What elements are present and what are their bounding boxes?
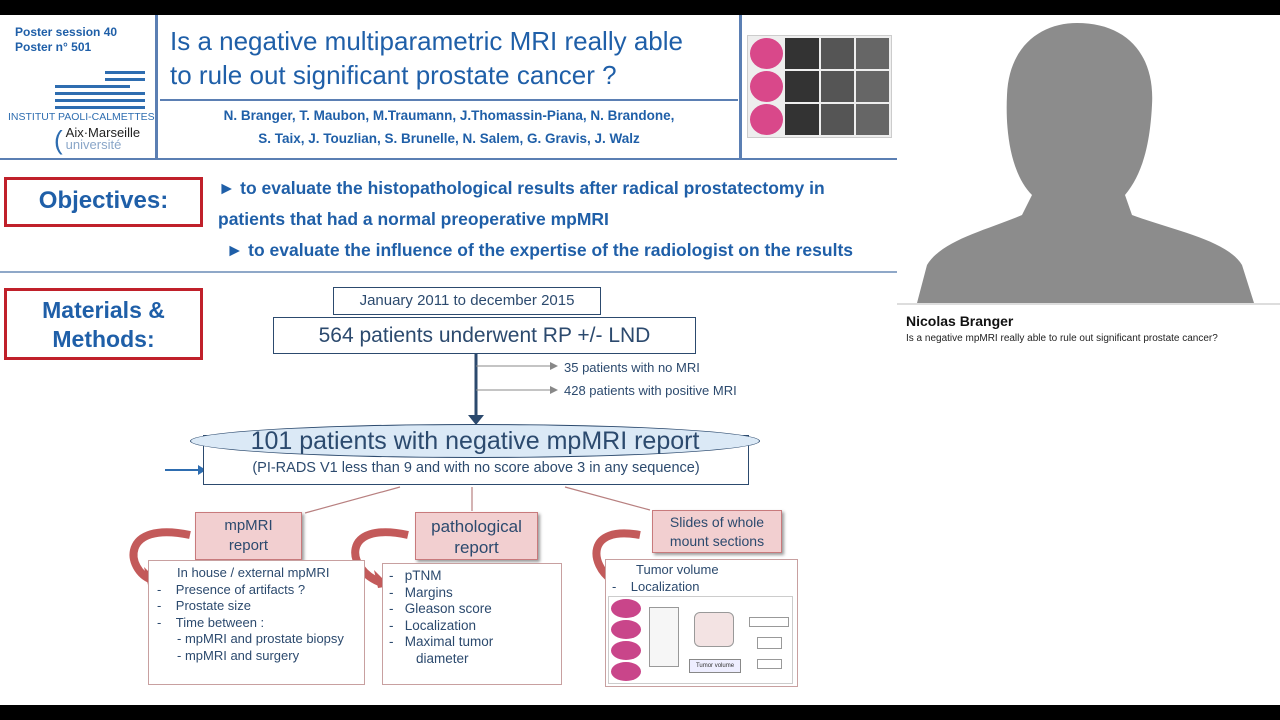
slide-title: Is a negative multiparametric MRI really… (170, 24, 683, 92)
pathological-report-box: pathological report (415, 512, 538, 560)
list-item: - mpMRI and prostate biopsy (177, 631, 344, 646)
tumor-volume-label: Tumor volume (689, 659, 741, 673)
mpmri-report-box: mpMRI report (195, 512, 302, 560)
header-divider (155, 15, 158, 160)
list-item: - Margins (389, 584, 453, 600)
bottom-letterbox (0, 705, 1280, 720)
list-item: - pTNM (389, 568, 442, 583)
section-divider (0, 271, 897, 273)
slice-stack (649, 607, 679, 667)
total-patients-box: 564 patients underwent RP +/- LND (273, 317, 696, 354)
header-divider (739, 15, 742, 160)
objective-line: patients that had a normal preoperative … (218, 209, 609, 229)
result-box (757, 659, 782, 669)
objectives-label: Objectives: (4, 177, 203, 227)
list-item: - Localization (612, 578, 700, 594)
sum-box (757, 637, 782, 649)
title-line: Is a negative multiparametric MRI really… (170, 26, 683, 56)
formula-box (749, 617, 789, 627)
objectives-text: ► to evaluate the histopathological resu… (218, 173, 853, 266)
authors-line: N. Branger, T. Maubon, M.Traumann, J.Tho… (223, 108, 675, 123)
title-underline (160, 99, 738, 101)
methods-label: Materials & Methods: (4, 288, 203, 360)
institute-logo-lines (55, 71, 145, 109)
exclusion-no-mri: 35 patients with no MRI (564, 360, 700, 375)
mpmri-report-list: In house / external mpMRI - Presence of … (148, 560, 365, 685)
methods-line: Methods: (52, 326, 155, 352)
speaker-silhouette-icon (917, 23, 1254, 303)
list-item: - Time between : (157, 614, 265, 630)
mri-histology-image (747, 35, 892, 138)
objective-line: ► to evaluate the histopathological resu… (218, 178, 825, 198)
list-item: - Presence of artifacts ? (157, 581, 306, 597)
slide-header (0, 15, 897, 160)
institute-name: INSTITUT PAOLI-CALMETTES (8, 111, 155, 123)
session-text: Poster session 40 (15, 25, 118, 39)
title-line: to rule out significant prostate cancer … (170, 60, 617, 90)
panel-divider (897, 303, 1280, 305)
authors-line: S. Taix, J. Touzlian, S. Brunelle, N. Sa… (258, 131, 640, 146)
speaker-name: Nicolas Branger (906, 313, 1014, 329)
list-item: In house / external mpMRI (177, 565, 330, 580)
list-item: Tumor volume (636, 562, 719, 577)
objective-line: ► to evaluate the influence of the exper… (226, 240, 854, 260)
authors: N. Branger, T. Maubon, M.Traumann, J.Tho… (160, 104, 738, 150)
whole-mount-list: Tumor volume - Localization Tumor volume (605, 559, 798, 687)
methods-line: Materials & (42, 297, 165, 323)
list-item: - Maximal tumor (389, 634, 494, 649)
period-box: January 2011 to december 2015 (333, 287, 601, 315)
top-letterbox (0, 0, 1280, 15)
list-item: - Gleason score (389, 601, 492, 616)
negative-mri-criteria: (PI-RADS V1 less than 9 and with no scor… (252, 460, 700, 476)
list-item: diameter (416, 650, 469, 666)
negative-mri-title: 101 patients with negative mpMRI report (190, 424, 760, 458)
list-item: - Prostate size (157, 598, 251, 613)
histology-slices (611, 599, 641, 681)
tumor-volume-figure: Tumor volume (608, 596, 793, 684)
poster-number: Poster n° 501 (15, 40, 92, 54)
slice-model (694, 612, 734, 647)
whole-mount-slides-box: Slides of whole mount sections (652, 510, 782, 553)
list-item: - mpMRI and surgery (177, 647, 300, 663)
talk-title: Is a negative mpMRI really able to rule … (906, 333, 1218, 344)
speaker-video (897, 15, 1280, 305)
exclusion-positive-mri: 428 patients with positive MRI (564, 383, 737, 398)
list-item: - Localization (389, 617, 477, 633)
pathological-report-list: - pTNM - Margins - Gleason score - Local… (382, 563, 562, 685)
